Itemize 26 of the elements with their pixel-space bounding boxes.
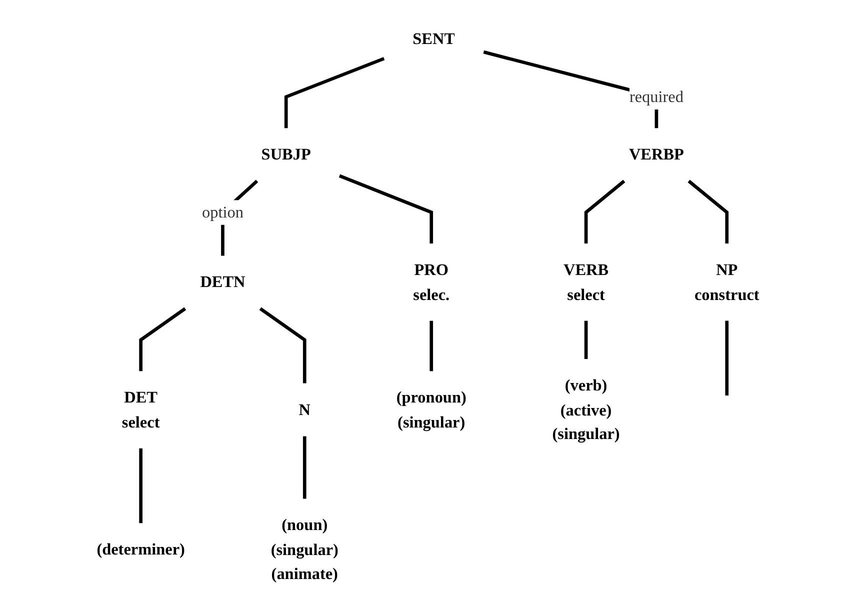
node-text: DETN — [200, 272, 246, 291]
node-text: VERBP — [628, 145, 684, 164]
branch-line — [430, 320, 434, 372]
node-text: PRO selec. — [413, 260, 450, 304]
branch-line — [338, 174, 434, 244]
branch-line — [139, 448, 142, 524]
branch-line — [688, 180, 729, 244]
node-text: VERB select — [564, 260, 609, 304]
node-text: (noun) (singular) (animate) — [270, 516, 338, 583]
edge-label: required — [629, 88, 684, 106]
node-text: SUBJP — [261, 145, 311, 164]
branch-line — [284, 57, 385, 128]
branch-line — [259, 307, 306, 384]
edge-label: option — [202, 202, 244, 222]
node-text: NP construct — [694, 260, 760, 304]
branch-line — [584, 180, 626, 244]
branch-line — [584, 320, 588, 359]
node-text: (determiner) — [96, 540, 185, 558]
branch-line — [725, 320, 729, 396]
branch-line — [302, 436, 306, 499]
branch-line — [139, 307, 186, 372]
node-text: N — [298, 400, 310, 419]
node-text: DET select — [122, 388, 160, 431]
node-text: (verb) (active) (singular) — [552, 376, 620, 443]
node-text: (pronoun) (singular) — [396, 388, 466, 431]
node-text: SENT — [412, 30, 456, 48]
